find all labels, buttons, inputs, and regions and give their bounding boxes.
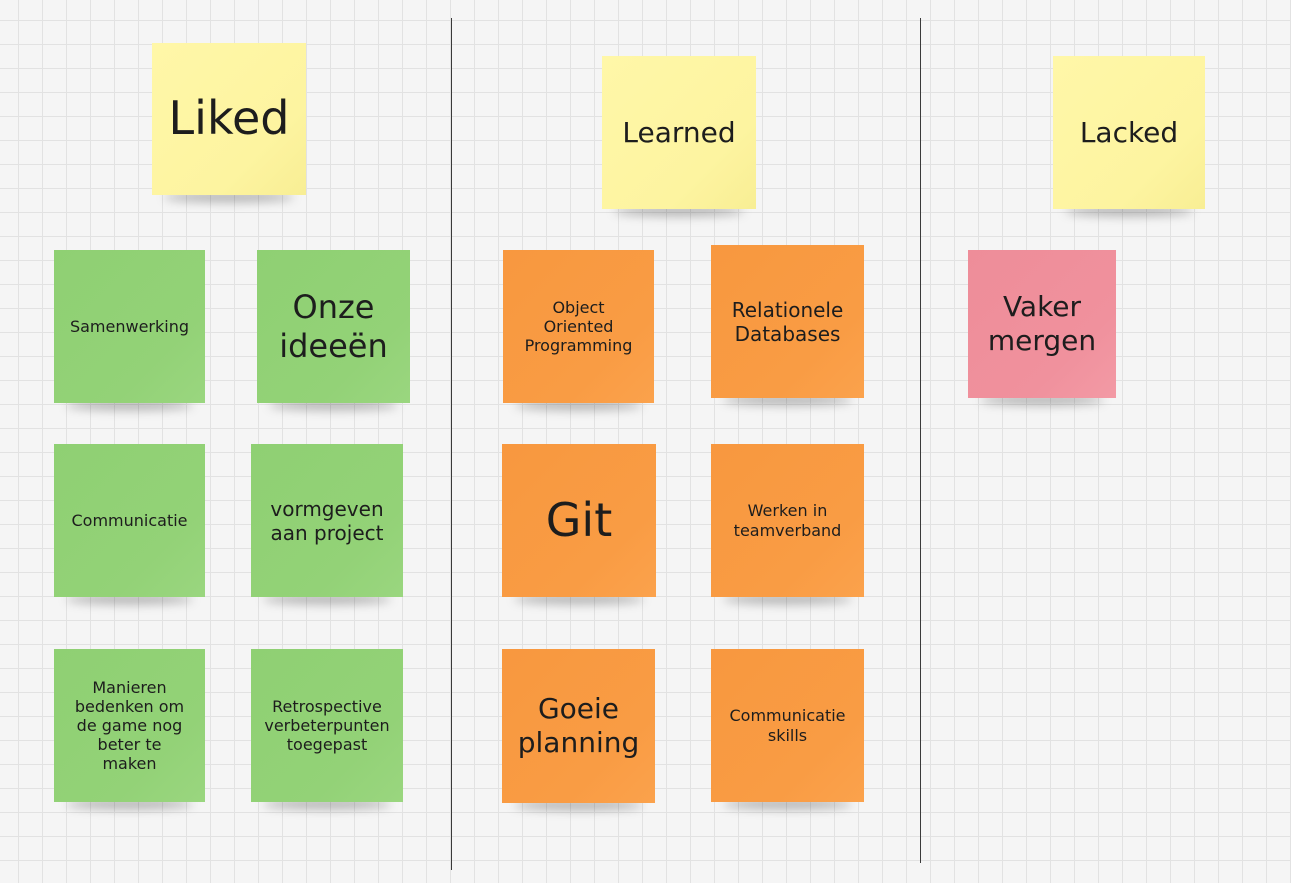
header-note-label: Lacked: [1079, 115, 1179, 149]
sticky-note-text: Communicatie skills: [729, 706, 846, 745]
sticky-note[interactable]: Object Oriented Programming: [503, 250, 654, 403]
column-divider-1: [451, 18, 452, 870]
sticky-note-text: Communicatie: [71, 510, 188, 530]
sticky-note[interactable]: Werken in teamverband: [711, 444, 864, 597]
header-note-liked[interactable]: Liked: [152, 43, 306, 195]
header-note-lacked[interactable]: Lacked: [1053, 56, 1205, 209]
sticky-note[interactable]: Relationele Databases: [711, 245, 864, 398]
sticky-note-text: Git: [545, 492, 613, 547]
sticky-note-text: Object Oriented Programming: [524, 297, 633, 356]
sticky-note[interactable]: Communicatie: [54, 444, 205, 597]
sticky-note-text: Retrospective verbeterpunten toegepast: [264, 696, 390, 755]
sticky-note[interactable]: Communicatie skills: [711, 649, 864, 802]
sticky-note-text: Relationele Databases: [731, 297, 844, 346]
sticky-note[interactable]: vormgeven aan project: [251, 444, 403, 597]
sticky-note[interactable]: Onze ideeën: [257, 250, 410, 403]
sticky-note[interactable]: Goeie planning: [502, 649, 655, 803]
sticky-note[interactable]: Samenwerking: [54, 250, 205, 403]
sticky-note[interactable]: Manieren bedenken om de game nog beter t…: [54, 649, 205, 802]
sticky-note-text: Samenwerking: [69, 316, 190, 336]
sticky-note[interactable]: Vaker mergen: [968, 250, 1116, 398]
sticky-note-text: Vaker mergen: [987, 290, 1097, 357]
sticky-note-text: Onze ideeën: [279, 288, 388, 365]
sticky-note-text: vormgeven aan project: [270, 496, 384, 545]
header-note-label: Liked: [168, 91, 290, 146]
sticky-note[interactable]: Git: [502, 444, 656, 597]
sticky-note-text: Manieren bedenken om de game nog beter t…: [74, 677, 185, 774]
sticky-note-text: Goeie planning: [517, 692, 640, 759]
column-divider-2: [920, 18, 921, 863]
sticky-note[interactable]: Retrospective verbeterpunten toegepast: [251, 649, 403, 802]
header-note-learned[interactable]: Learned: [602, 56, 756, 209]
sticky-note-text: Werken in teamverband: [733, 501, 842, 540]
header-note-label: Learned: [622, 115, 736, 149]
